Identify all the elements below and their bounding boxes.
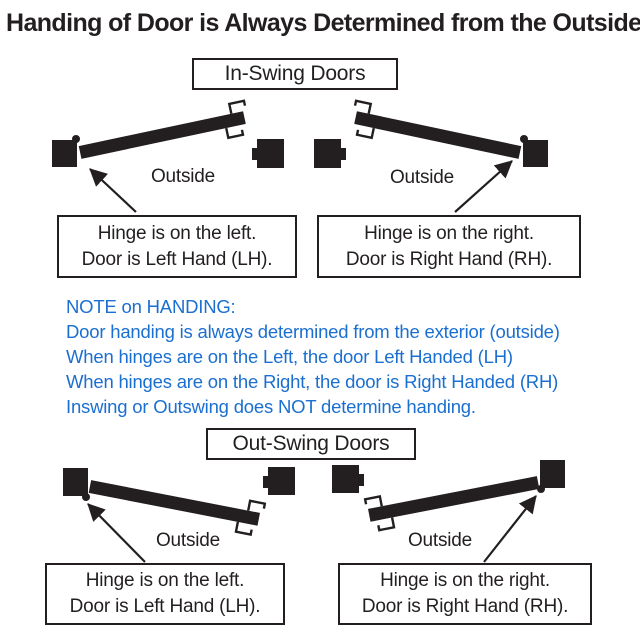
outswing-left-door-diagram [63,467,295,563]
outswing-right-caption-box: Hinge is on the right. Door is Right Han… [338,563,592,625]
strike-jamb-icon [257,139,284,168]
inswing-right-caption-box: Hinge is on the right. Door is Right Han… [317,215,581,278]
strike-plate-icon [359,474,364,486]
note-line: When hinges are on the Right, the door i… [66,371,559,392]
caption-line: Hinge is on the right. [364,222,534,244]
outswing-left-caption-box: Hinge is on the left. Door is Left Hand … [45,563,285,625]
hinge-pointer-arrow-icon [87,503,146,563]
strike-jamb-icon [314,139,341,168]
hinge-jamb-icon [523,140,548,167]
page-title: Handing of Door is Always Determined fro… [6,9,640,37]
strike-plate-icon [263,476,268,488]
outswing-section-heading: Out-Swing Doors [206,428,416,460]
note-line: When hinges are on the Left, the door Le… [66,346,513,367]
inswing-left-caption-box: Hinge is on the left. Door is Left Hand … [57,215,297,278]
caption-line: Hinge is on the left. [85,570,245,591]
door-icon [88,480,267,536]
strike-plate-icon [252,148,257,160]
hinge-pin-icon [72,135,80,143]
hinge-pin-icon [537,485,545,493]
strike-jamb-icon [268,467,295,495]
hinge-jamb-icon [63,468,88,496]
hinge-pointer-arrow-icon [89,168,137,213]
caption-line: Hinge is on the left. [97,222,257,244]
hinge-pointer-arrow-icon [483,495,537,563]
inswing-left-door-diagram [52,99,284,213]
inswing-right-outside-label: Outside [389,167,455,188]
door-icon [353,99,522,159]
hinge-pin-icon [520,135,528,143]
outswing-left-outside-label: Outside [155,530,221,551]
outswing-right-door-diagram [332,460,565,563]
inswing-left-outside-label: Outside [150,166,216,187]
outswing-right-outside-label: Outside [407,530,473,551]
caption-line: Door is Right Hand (RH). [345,248,553,270]
door-icon [363,476,540,532]
hinge-jamb-icon [52,140,77,167]
note-line: Inswing or Outswing does NOT determine h… [66,396,476,417]
note-line: Door handing is always determined from t… [66,321,560,342]
caption-line: Door is Left Hand (LH). [69,596,261,617]
strike-plate-icon [341,148,346,160]
strike-jamb-icon [332,465,359,493]
hinge-jamb-icon [540,460,565,488]
hinge-pointer-arrow-icon [454,160,513,213]
caption-line: Hinge is on the right. [380,570,550,591]
hinge-pin-icon [82,493,90,501]
door-icon [78,99,247,159]
inswing-right-door-diagram [314,99,548,213]
inswing-section-heading: In-Swing Doors [192,58,398,90]
caption-line: Door is Right Hand (RH). [361,596,569,617]
note-heading: NOTE on HANDING: [66,296,236,317]
note-on-handing: NOTE on HANDING: Door handing is always … [66,294,626,419]
outswing-heading-label: Out-Swing Doors [232,432,390,455]
caption-line: Door is Left Hand (LH). [81,248,273,270]
inswing-heading-label: In-Swing Doors [224,62,366,85]
